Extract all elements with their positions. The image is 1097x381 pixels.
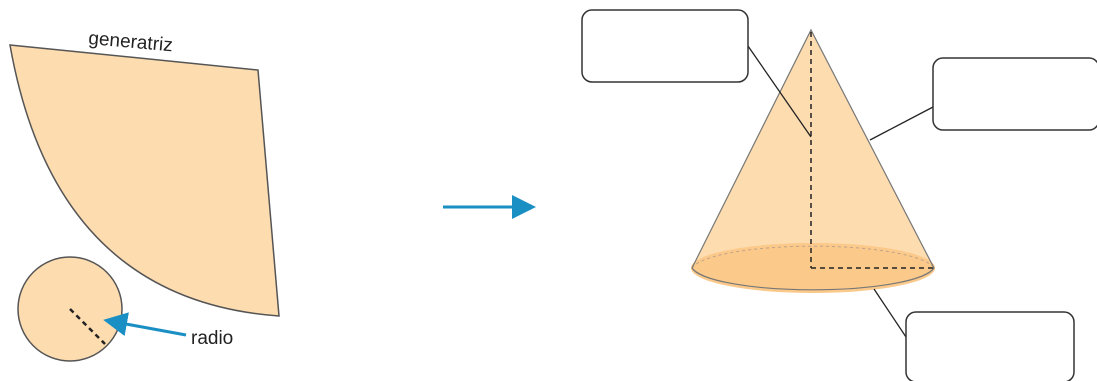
- cone-net: generatriz radio: [9, 28, 280, 362]
- answer-box-generatrix[interactable]: [932, 57, 1097, 131]
- radio-label: radio: [191, 328, 233, 349]
- cone-3d: [691, 28, 935, 293]
- answer-box-radius[interactable]: [905, 311, 1075, 381]
- answer-box-height[interactable]: [581, 9, 749, 83]
- radio-pointer-arrow: [103, 312, 187, 337]
- cone-lateral-surface: [692, 30, 934, 290]
- cone-base-hidden-edge: [691, 245, 935, 269]
- connector-generatrix: [869, 106, 934, 141]
- cone-outline: [691, 28, 935, 291]
- connector-height: [747, 45, 812, 138]
- generatriz-label: generatriz: [88, 28, 174, 56]
- connector-radius: [873, 288, 909, 341]
- lateral-sector: [9, 44, 280, 317]
